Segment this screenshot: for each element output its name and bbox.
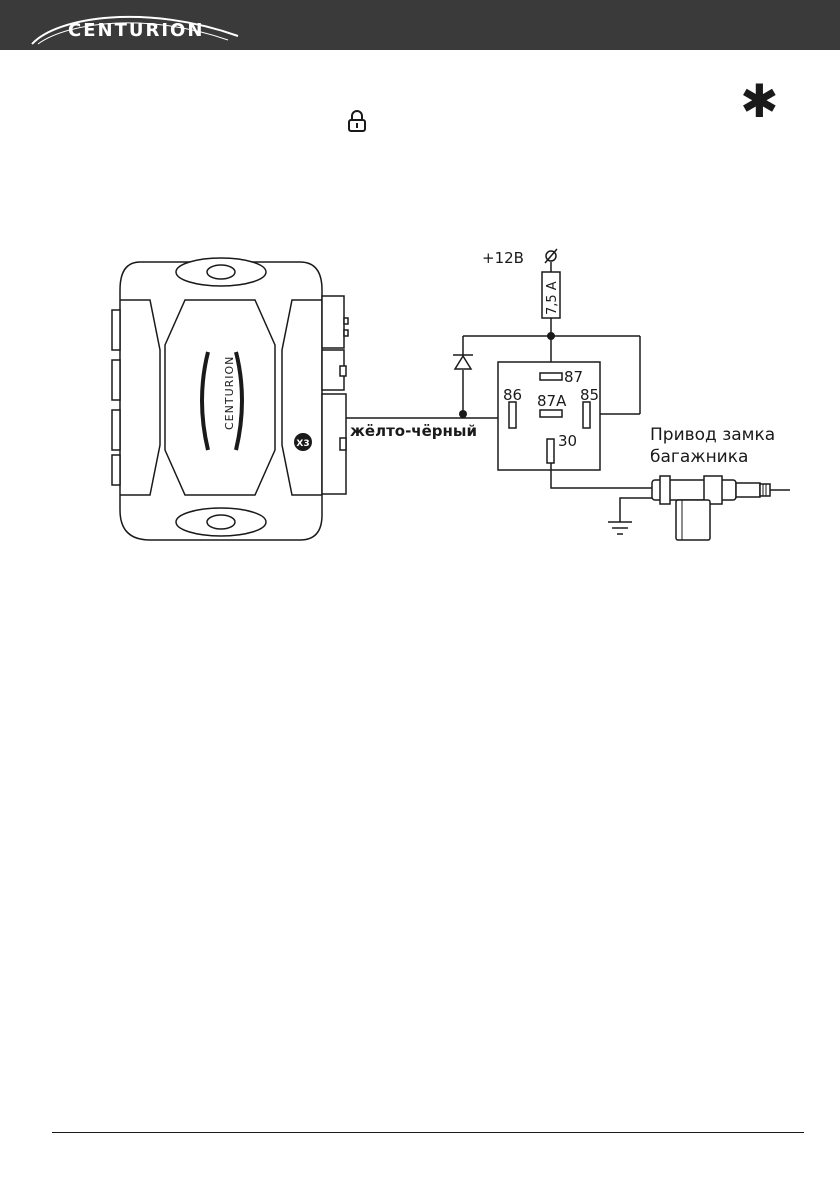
relay-pin-86: 86: [503, 386, 522, 404]
junction-dot: [547, 332, 555, 340]
output-wire: [551, 463, 652, 534]
junction-dot: [459, 410, 467, 418]
relay-pin-30: 30: [558, 432, 577, 450]
actuator-label-line2: багажника: [650, 447, 748, 467]
supply-terminal: [545, 249, 557, 272]
connector-x3-label: X3: [296, 439, 309, 449]
fuse-label: 7,5 А: [545, 281, 560, 315]
wiring-diagram: CENTURION X3 жёлто-чёрный +12В 7,5 А 87 …: [0, 0, 840, 600]
actuator-label-line1: Привод замка: [650, 425, 775, 445]
wire-color-label: жёлто-чёрный: [350, 422, 477, 440]
relay-pin-87a: 87A: [537, 392, 567, 410]
trunk-actuator-icon: [652, 476, 790, 540]
footer-divider: [52, 1132, 804, 1133]
supply-label: +12В: [482, 249, 524, 267]
diode-icon: [453, 355, 473, 369]
relay-pin-87: 87: [564, 368, 583, 386]
relay-pin-85: 85: [580, 386, 599, 404]
unit-brand-vertical: CENTURION: [223, 356, 236, 430]
